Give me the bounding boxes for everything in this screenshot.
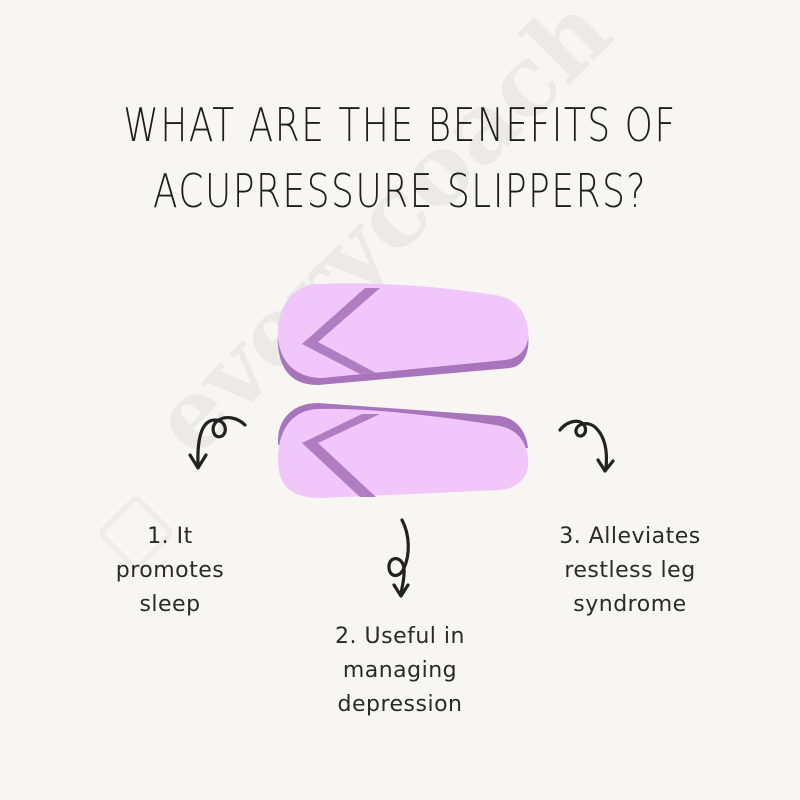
page-title: WHAT ARE THE BENEFITS OF ACUPRESSURE SLI…: [88, 92, 712, 224]
title-line-2: ACUPRESSURE SLIPPERS?: [152, 164, 648, 218]
benefit-1-line-2: promotes: [115, 558, 225, 583]
benefit-3-line-2: restless leg: [564, 558, 696, 583]
curly-arrow-left-icon: [188, 415, 247, 470]
benefit-3-line-3: syndrome: [573, 592, 687, 617]
title-line-1: WHAT ARE THE BENEFITS OF: [123, 98, 677, 152]
benefit-1-line-1: 1. It: [147, 524, 193, 549]
benefit-2-line-3: depression: [337, 692, 463, 717]
benefit-1: 1. It promotes sleep: [95, 520, 245, 622]
benefit-3: 3. Alleviates restless leg syndrome: [530, 520, 730, 622]
benefit-2-line-2: managing: [342, 658, 458, 683]
bottom-slipper-icon: [278, 403, 529, 498]
benefit-2-line-1: 2. Useful in: [335, 624, 465, 649]
benefit-2: 2. Useful in managing depression: [300, 620, 500, 722]
benefit-1-line-3: sleep: [139, 592, 201, 617]
top-slipper-icon: [277, 283, 529, 385]
benefit-3-line-1: 3. Alleviates: [559, 524, 701, 549]
curly-arrow-right-icon: [558, 419, 615, 473]
curly-arrow-center-icon: [387, 518, 410, 598]
